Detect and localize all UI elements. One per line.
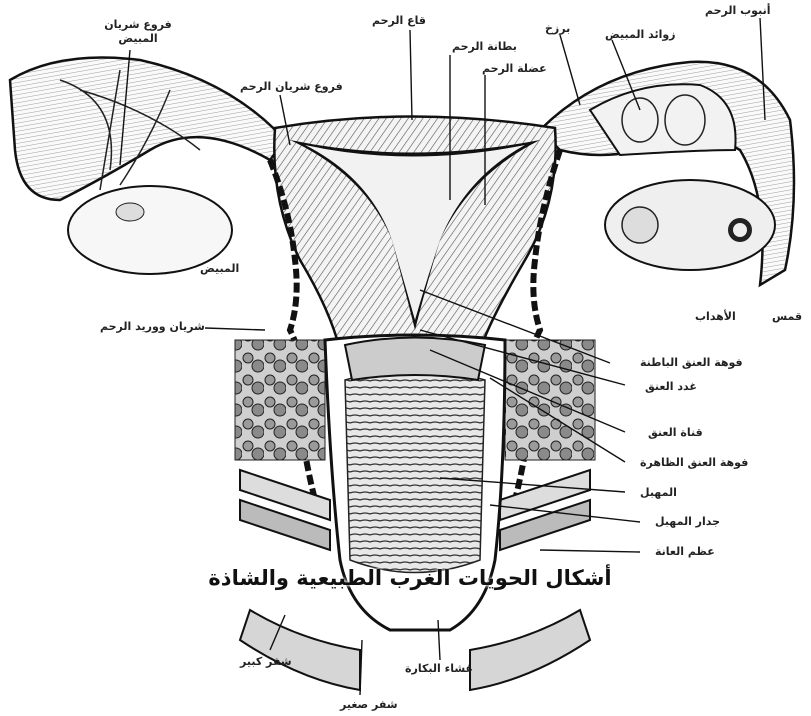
- watermark-caption: أشكال الحويات الغرب الطبيعية والشاذة: [190, 566, 630, 590]
- label-uterine-vessels: شريان ووريد الرحم: [100, 320, 205, 333]
- cervix: [345, 338, 485, 381]
- label-fallopian-tube: أنبوب الرحم: [705, 4, 770, 17]
- label-ovary: المبيض: [200, 262, 239, 275]
- label-uterine-artery-branches: فروع شريان الرحم: [240, 80, 343, 93]
- label-ovarian-artery-branches: فروع شريان المبيض: [98, 18, 178, 46]
- left-fallopian-tube: [10, 58, 285, 201]
- label-external-os: فوهة العنق الظاهرة: [640, 456, 748, 469]
- label-labia-majora: شفر كبير: [240, 655, 292, 668]
- label-vaginal-wall: جدار المهبل: [655, 515, 720, 528]
- label-ovarian-appendages: زوائد المبيض: [605, 28, 676, 41]
- label-fimbriae: الأهداب: [695, 310, 736, 323]
- label-hymen: غشاء البكارة: [405, 662, 473, 675]
- label-cervical-canal: قناة العنق: [648, 426, 703, 439]
- label-pubic-bone: عظم العانة: [655, 545, 715, 558]
- label-isthmus: برزخ: [545, 22, 570, 35]
- label-cervical-glands: غدد العنق: [645, 380, 697, 393]
- label-labia-minora: شفر صغير: [340, 698, 398, 711]
- label-endometrium: بطانة الرحم: [452, 40, 517, 53]
- label-vagina: المهبل: [640, 486, 677, 499]
- left-ovary: [68, 186, 232, 274]
- label-fringe: قمس: [772, 310, 802, 323]
- label-internal-os: فوهة العنق الباطنة: [640, 356, 743, 369]
- label-fundus: قاع الرحم: [372, 14, 426, 27]
- label-myometrium: عضلة الرحم: [482, 62, 547, 75]
